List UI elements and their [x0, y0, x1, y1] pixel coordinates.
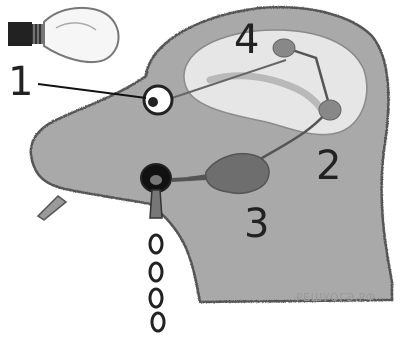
saliva-drop — [150, 235, 162, 253]
label-brain-center: 2 — [316, 146, 341, 186]
watermark: РЕШУОГЭ.РФ — [296, 292, 376, 303]
light-bulb-icon — [8, 8, 119, 62]
pupil — [148, 97, 158, 107]
ear-tip — [38, 196, 66, 220]
label-effector: 3 — [244, 204, 269, 244]
eye — [144, 86, 172, 114]
saliva-drop — [150, 263, 162, 281]
label-cortex-center: 4 — [234, 20, 259, 60]
saliva-drop — [150, 289, 162, 307]
saliva-stream — [150, 190, 162, 218]
label-receptor: 1 — [8, 62, 33, 102]
brain-center — [319, 100, 341, 120]
saliva-outlet-inner — [150, 175, 162, 185]
cortex-center — [273, 39, 295, 57]
saliva-drop — [152, 313, 164, 331]
gland-duct — [172, 178, 206, 180]
